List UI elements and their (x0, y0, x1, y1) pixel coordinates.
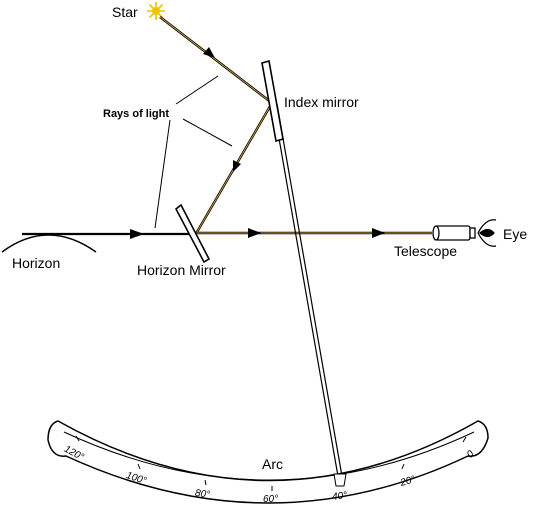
horizon-mirror (174, 203, 211, 264)
eye-icon (477, 219, 497, 247)
rays-pointer-lines (154, 75, 233, 229)
arrow-reflected-ray (233, 160, 241, 172)
arc-label: Arc (262, 456, 283, 472)
arc-label-20: 20° (398, 474, 417, 489)
arrow-mid-ray (248, 228, 261, 238)
arrow-horizon-ray (130, 229, 144, 239)
arc-label-40: 40° (332, 490, 348, 503)
horizon-curve (1, 234, 97, 253)
arrow-telescope-ray (372, 228, 385, 238)
rays-of-light-label: Rays of light (103, 108, 169, 120)
arrowheads (130, 47, 385, 239)
arc-label-80: 80° (194, 488, 211, 501)
light-rays (22, 16, 432, 236)
arc-scale-inner (63, 431, 475, 481)
telescope-label: Telescope (394, 243, 457, 259)
arc-scale-labels: 120° 100° 80° 60° 40° 20° 0 (62, 444, 477, 505)
star-label: Star (112, 4, 138, 20)
index-mirror (261, 59, 284, 143)
horizon-mirror-label: Horizon Mirror (137, 262, 226, 278)
arrow-star-ray (203, 47, 215, 58)
eye-label: Eye (503, 226, 527, 242)
index-mirror-label: Index mirror (284, 94, 359, 110)
index-arm (272, 103, 344, 483)
index-marker (333, 473, 347, 487)
star-icon (147, 2, 165, 20)
arc-label-60: 60° (263, 494, 278, 505)
telescope (432, 225, 476, 241)
horizon-label: Horizon (12, 255, 60, 271)
arc-label-0: 0 (465, 448, 477, 460)
